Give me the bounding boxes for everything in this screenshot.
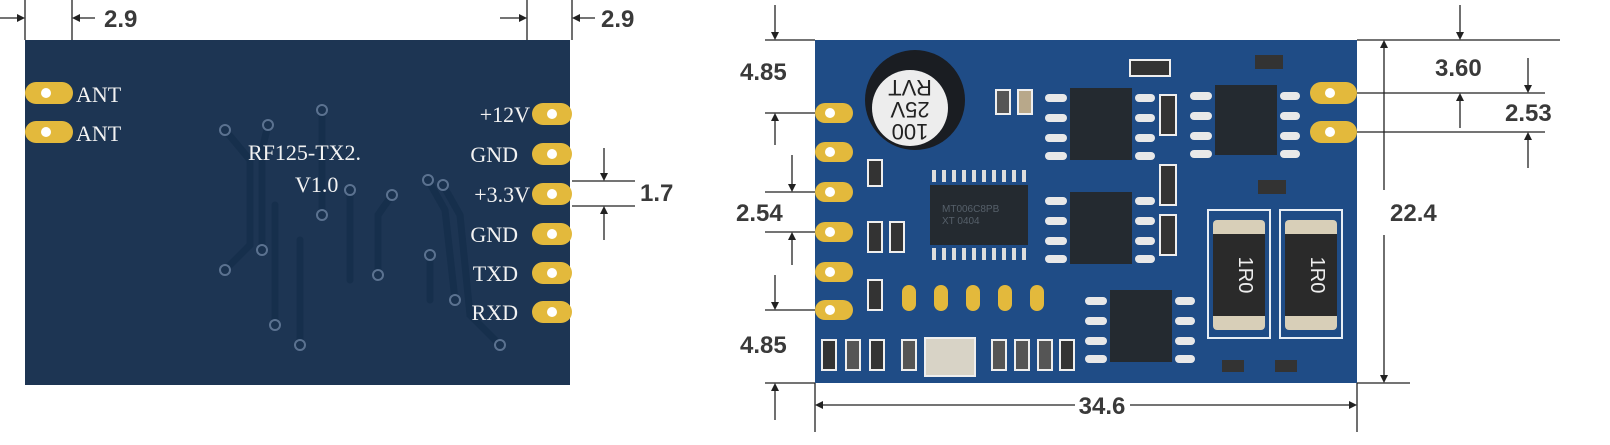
dim-left-edge: 2.9 xyxy=(104,6,137,33)
right-board: 100 25V RVT MT006C8PB XT 0404 xyxy=(815,40,1357,383)
left-dimensions: 2.9 2.9 1.7 xyxy=(0,0,673,240)
mcu-marking: XT 0404 xyxy=(942,216,980,227)
pin-header: +12V GND +3.3V GND TXD RXD xyxy=(470,102,572,325)
pin-label: GND xyxy=(470,222,518,247)
pin-label: TXD xyxy=(473,261,518,286)
dim-pitch: 2.54 xyxy=(736,200,783,227)
board-version: V1.0 xyxy=(295,172,338,197)
right-pin-pads xyxy=(815,82,1357,320)
ant-label: ANT xyxy=(76,82,122,107)
small-components xyxy=(821,55,1297,377)
dim-pin-width: 1.7 xyxy=(640,180,673,207)
right-dimensions: 4.85 2.54 4.85 34.6 22.4 3.60 2.53 xyxy=(736,5,1560,432)
dim-ant-offset: 3.60 xyxy=(1435,55,1482,82)
pin-label: +3.3V xyxy=(474,182,530,207)
pin-label: GND xyxy=(470,142,518,167)
dim-width: 34.6 xyxy=(1079,393,1126,420)
mcu-marking: MT006C8PB xyxy=(942,204,1000,215)
resistor-marking: 1R0 xyxy=(1306,257,1328,294)
board-model: RF125-TX2. xyxy=(248,140,361,165)
cap-voltage: 25V xyxy=(890,97,929,122)
power-resistors: 1R0 1R0 xyxy=(1207,209,1343,339)
dim-bottom-offset: 4.85 xyxy=(740,332,787,359)
cap-value: 100 xyxy=(892,119,929,144)
dim-top-offset: 4.85 xyxy=(740,59,787,86)
pin-label: RXD xyxy=(472,300,518,325)
dim-height: 22.4 xyxy=(1390,200,1437,227)
cap-series: RVT xyxy=(888,75,932,100)
resistor-marking: 1R0 xyxy=(1234,257,1256,294)
dim-ant-pitch: 2.53 xyxy=(1505,100,1552,127)
traces xyxy=(221,106,504,349)
capacitor: 100 25V RVT xyxy=(865,50,965,150)
so8-chips xyxy=(1045,85,1300,363)
mcu-chip: MT006C8PB XT 0404 xyxy=(930,170,1028,260)
ant-label: ANT xyxy=(76,121,122,146)
pin-label: +12V xyxy=(480,102,530,127)
vias xyxy=(219,104,506,351)
dim-right-edge: 2.9 xyxy=(601,6,634,33)
ant-pads: ANT ANT xyxy=(25,82,122,146)
left-board: RF125-TX2. V1.0 ANT ANT +12V GND +3.3V G… xyxy=(25,40,572,385)
